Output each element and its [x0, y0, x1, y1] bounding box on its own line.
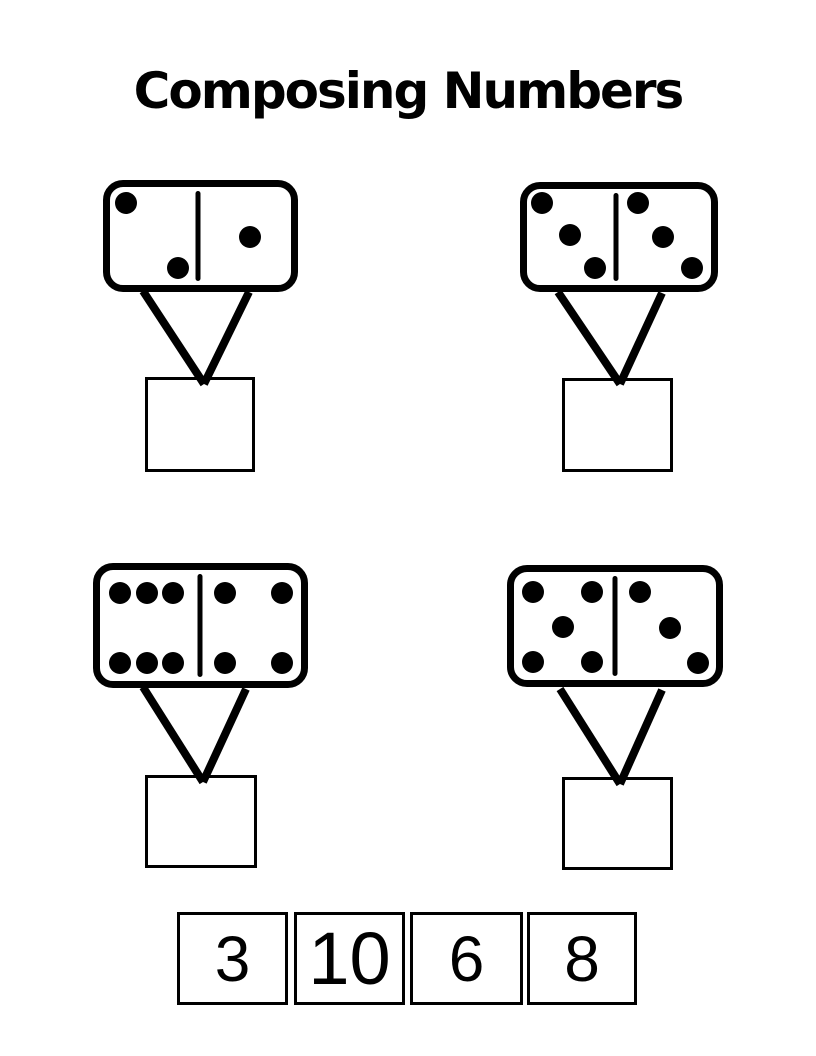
connector-line: [199, 687, 250, 784]
connector-line: [554, 289, 624, 387]
connector-line: [616, 291, 666, 386]
answer-box-2[interactable]: [562, 378, 673, 472]
connector-line: [139, 288, 208, 387]
number-tile-8[interactable]: 8: [527, 912, 637, 1005]
number-tile-3[interactable]: 3: [177, 912, 288, 1005]
number-tile-label: 3: [214, 922, 251, 995]
domino-pip-left: [552, 615, 575, 638]
domino-pip-right: [214, 652, 237, 675]
domino-pip-left: [559, 223, 582, 246]
connector-line: [616, 688, 666, 786]
answer-box-3[interactable]: [145, 775, 257, 868]
domino-pip-right: [626, 192, 649, 215]
domino-2: [520, 182, 718, 292]
domino-pip-left: [531, 192, 554, 215]
worksheet-title: Composing Numbers: [133, 62, 685, 120]
domino-pip-right: [687, 652, 710, 675]
domino-pip-left: [521, 650, 544, 673]
domino-pip-right: [658, 617, 681, 640]
domino-pip-left: [580, 580, 603, 603]
domino-pip-left: [136, 652, 159, 675]
domino-pip-right: [238, 225, 261, 248]
domino-pip-left: [109, 652, 132, 675]
domino-pip-left: [161, 581, 184, 604]
domino-pip-left: [584, 257, 607, 279]
domino-pip-right: [214, 581, 237, 604]
domino-divider: [612, 576, 618, 676]
domino-pip-left: [580, 650, 603, 673]
domino-divider: [197, 574, 203, 677]
connector-line: [139, 684, 207, 785]
domino-pip-left: [109, 581, 132, 604]
domino-pip-left: [521, 580, 544, 603]
domino-divider: [613, 193, 619, 281]
domino-pip-left: [167, 257, 190, 280]
domino-pip-left: [136, 581, 159, 604]
answer-box-4[interactable]: [562, 777, 673, 870]
domino-pip-right: [629, 580, 652, 603]
number-tile-label: 6: [448, 922, 485, 995]
number-tile-label: 8: [564, 922, 600, 995]
domino-pip-left: [114, 191, 137, 214]
domino-pip-left: [161, 652, 184, 675]
number-tile-label: 10: [308, 917, 391, 1000]
answer-box-1[interactable]: [145, 377, 255, 472]
number-tile-6[interactable]: 6: [410, 912, 523, 1005]
domino-4: [507, 565, 723, 687]
domino-divider: [195, 191, 201, 281]
domino-3: [93, 563, 308, 688]
domino-pip-right: [270, 652, 293, 675]
connector-line: [556, 686, 624, 787]
number-tile-10[interactable]: 10: [294, 912, 405, 1005]
domino-pip-right: [651, 226, 674, 248]
connector-line: [200, 290, 253, 386]
domino-1: [103, 180, 298, 292]
domino-pip-right: [270, 581, 293, 604]
domino-pip-right: [681, 257, 704, 279]
